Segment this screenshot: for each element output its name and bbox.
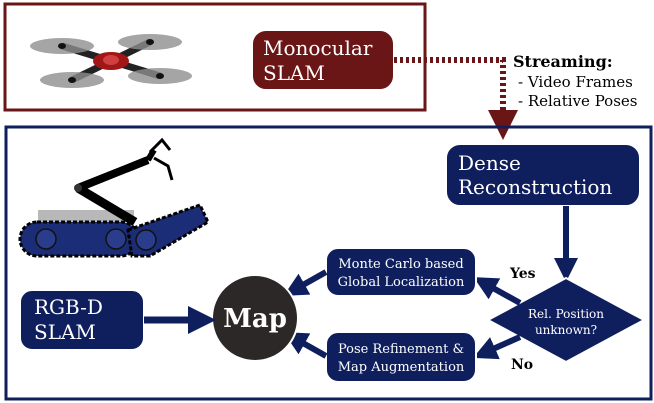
no-label: No: [511, 357, 533, 373]
monocular-slam-label-line1: Monocular: [263, 36, 373, 60]
relative-position-decision: [485, 276, 647, 364]
rgbd-slam-label-line2: SLAM: [34, 320, 96, 344]
quadcopter-drone-icon: [30, 34, 192, 88]
streaming-connector: [394, 57, 506, 110]
arrow-yes-to-monte-carlo: [473, 277, 522, 306]
dense-reconstruction-node: [445, 143, 641, 207]
dense-reconstruction-label-line1: Dense: [458, 151, 521, 175]
bottom-panel-frame: [4, 125, 653, 401]
rgbd-slam-label-line1: RGB-D: [34, 295, 103, 319]
streaming-arrowhead: [488, 110, 518, 140]
monte-carlo-label-line1: Monte Carlo based: [338, 257, 463, 272]
decision-label-line1: Rel. Position: [528, 307, 604, 321]
decision-label-line2: unknown?: [535, 323, 597, 337]
pose-refinement-label-line1: Pose Refinement &: [338, 342, 464, 357]
arrow-pose-refinement-to-map: [283, 332, 328, 359]
monocular-slam-label-line2: SLAM: [263, 61, 325, 85]
pose-refinement-node: [325, 331, 477, 383]
map-label: Map: [223, 304, 287, 334]
dense-reconstruction-label-line2: Reconstruction: [458, 175, 612, 199]
monte-carlo-label-line2: Global Localization: [338, 275, 465, 290]
tracked-robot-with-arm-icon: [18, 137, 210, 258]
streaming-item-video-frames: - Video Frames: [518, 73, 633, 91]
pose-refinement-label-line2: Map Augmentation: [338, 360, 465, 375]
arrow-monte-carlo-to-map: [283, 269, 328, 296]
arrow-no-to-pose-refinement: [473, 334, 522, 360]
yes-label: Yes: [509, 266, 536, 282]
streaming-title: Streaming:: [513, 52, 613, 71]
streaming-item-relative-poses: - Relative Poses: [518, 92, 637, 110]
